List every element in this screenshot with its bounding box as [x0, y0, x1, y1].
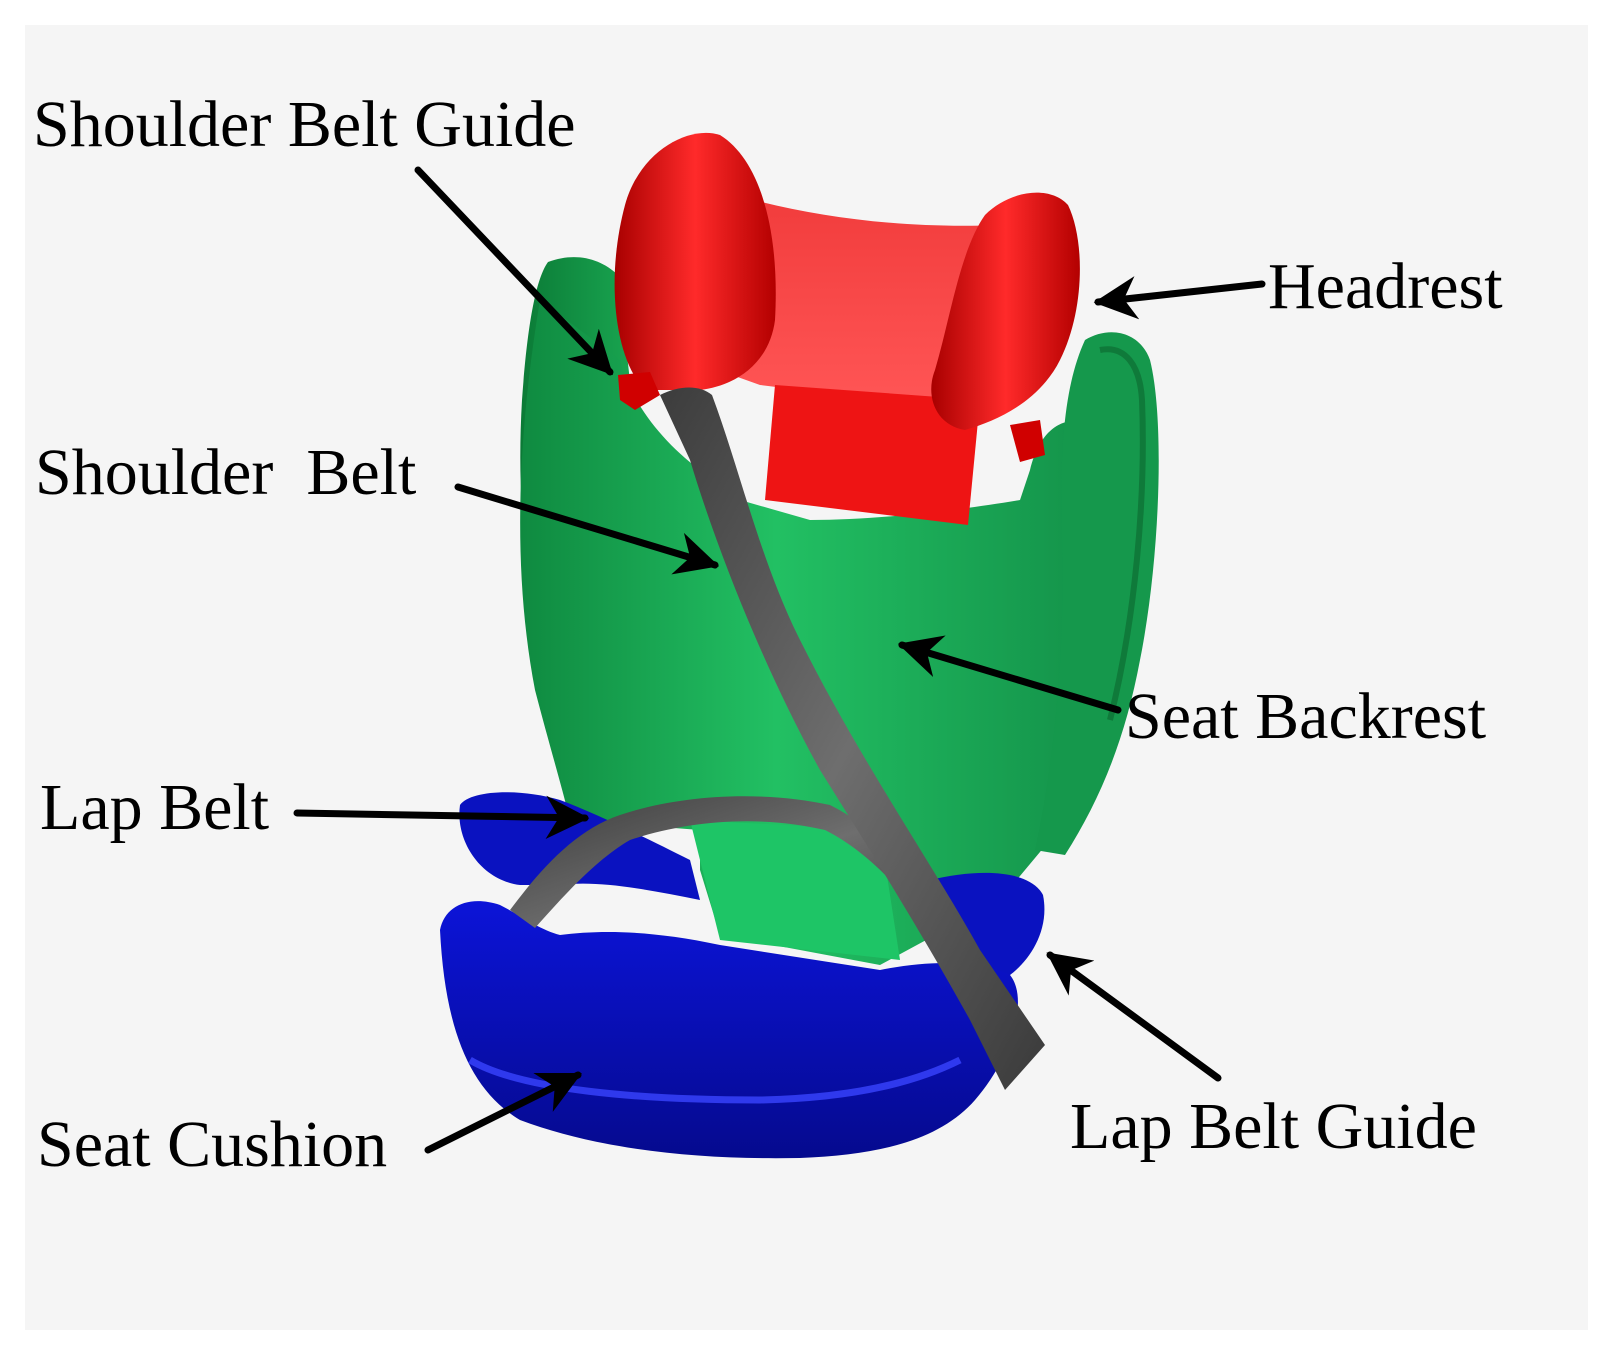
headrest-stem: [765, 385, 980, 525]
headrest-right-wing: [931, 192, 1080, 430]
label-shoulder-belt-guide: Shoulder Belt Guide: [33, 88, 576, 161]
arrow-lap-belt-guide: [1046, 951, 1222, 1082]
headrest-left-wing: [614, 132, 776, 390]
annotation-arrows: [293, 166, 1266, 1154]
arrow-headrest: [1093, 276, 1266, 320]
shoulder-belt-guide-clip-left: [618, 372, 660, 410]
seat-backrest: [520, 257, 1159, 965]
arrow-shoulder-belt-guide: [414, 166, 614, 376]
label-lap-belt-guide: Lap Belt Guide: [1070, 1090, 1477, 1163]
label-lap-belt: Lap Belt: [40, 771, 270, 844]
label-seat-backrest: Seat Backrest: [1125, 680, 1487, 753]
arrow-shoulder-belt: [454, 483, 720, 575]
lap-belt: [510, 796, 960, 950]
backrest-body: [520, 300, 1089, 965]
label-shoulder-belt: Shoulder Belt: [35, 436, 417, 509]
backrest-right-wing: [1035, 332, 1159, 856]
backrest-right-wing-rim: [1099, 346, 1146, 721]
arrow-seat-backrest: [897, 635, 1122, 714]
headrest: [614, 132, 1080, 525]
cushion-front-edge-highlight: [468, 1056, 962, 1104]
label-headrest: Headrest: [1268, 250, 1503, 323]
label-seat-cushion: Seat Cushion: [37, 1108, 388, 1181]
arrow-lap-belt: [293, 795, 590, 840]
arrow-seat-cushion: [424, 1071, 582, 1154]
backrest-lower-stem: [690, 820, 900, 960]
shoulder-belt-guide-clip-right: [1010, 420, 1045, 462]
shoulder-belt: [660, 387, 1045, 1090]
belts: [510, 387, 1045, 1090]
